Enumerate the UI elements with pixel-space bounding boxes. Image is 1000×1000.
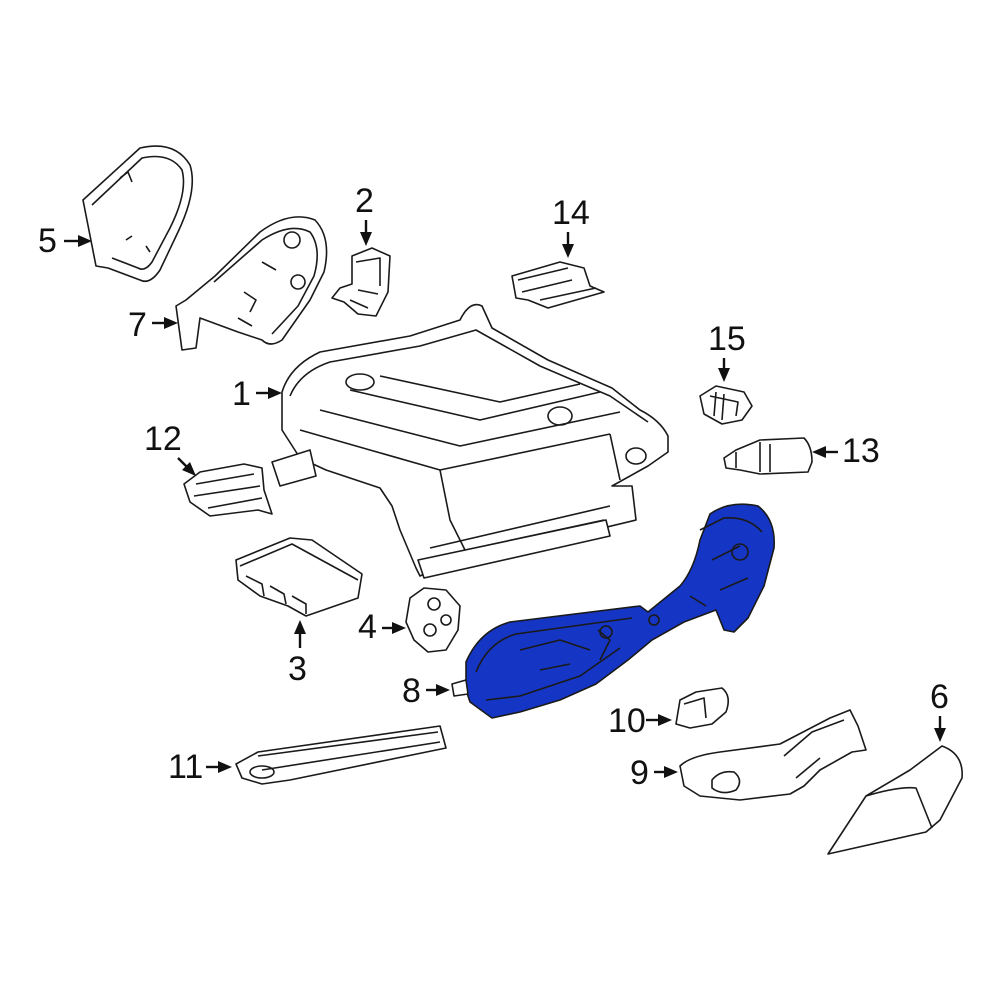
callout-13-label: 13 <box>842 432 880 470</box>
callout-10-label: 10 <box>608 702 646 740</box>
callout-14: 14 <box>552 194 590 258</box>
part-13-motor[interactable] <box>723 437 813 475</box>
callout-6: 6 <box>930 678 949 742</box>
part-3-module[interactable] <box>235 537 363 617</box>
callout-5-label: 5 <box>38 222 57 260</box>
callout-12: 12 <box>144 420 196 476</box>
callout-4-label: 4 <box>358 608 377 646</box>
part-10-cap[interactable] <box>675 687 730 729</box>
callout-9-label: 9 <box>630 754 649 792</box>
callout-1-label: 1 <box>232 375 251 413</box>
callout-1: 1 <box>232 375 282 413</box>
callout-14-label: 14 <box>552 194 590 232</box>
part-9-trim-panel[interactable] <box>679 709 867 801</box>
callout-12-label: 12 <box>144 420 182 458</box>
callout-13: 13 <box>812 432 880 470</box>
callout-3-label: 3 <box>288 650 307 688</box>
callout-6-label: 6 <box>930 678 949 716</box>
callout-2: 2 <box>355 182 374 246</box>
part-5-shield[interactable] <box>82 145 194 283</box>
callout-15-label: 15 <box>708 320 746 358</box>
part-14-pad[interactable] <box>511 261 605 309</box>
part-6-cover[interactable] <box>827 745 963 855</box>
callout-4: 4 <box>358 608 406 646</box>
callout-10: 10 <box>608 702 672 740</box>
part-12-trim[interactable] <box>183 463 273 517</box>
callout-7-label: 7 <box>128 306 147 344</box>
callout-11: 11 <box>168 748 232 786</box>
part-7-side-cover[interactable] <box>175 216 328 351</box>
part-8-side-shield[interactable] <box>451 503 775 719</box>
callout-7: 7 <box>128 306 178 344</box>
callout-9: 9 <box>630 754 678 792</box>
callout-3: 3 <box>288 620 307 688</box>
callout-2-label: 2 <box>355 182 374 220</box>
part-1-seat-frame[interactable] <box>271 303 669 579</box>
callout-15: 15 <box>708 320 746 382</box>
callout-5: 5 <box>38 222 92 260</box>
part-2-bracket[interactable] <box>331 247 391 317</box>
part-15-switch[interactable] <box>699 385 753 425</box>
callout-8: 8 <box>402 672 450 710</box>
part-4-knob[interactable] <box>405 587 461 653</box>
callout-11-label: 11 <box>168 748 203 786</box>
callout-8-label: 8 <box>402 672 421 710</box>
part-11-rail-cover[interactable] <box>235 725 447 785</box>
